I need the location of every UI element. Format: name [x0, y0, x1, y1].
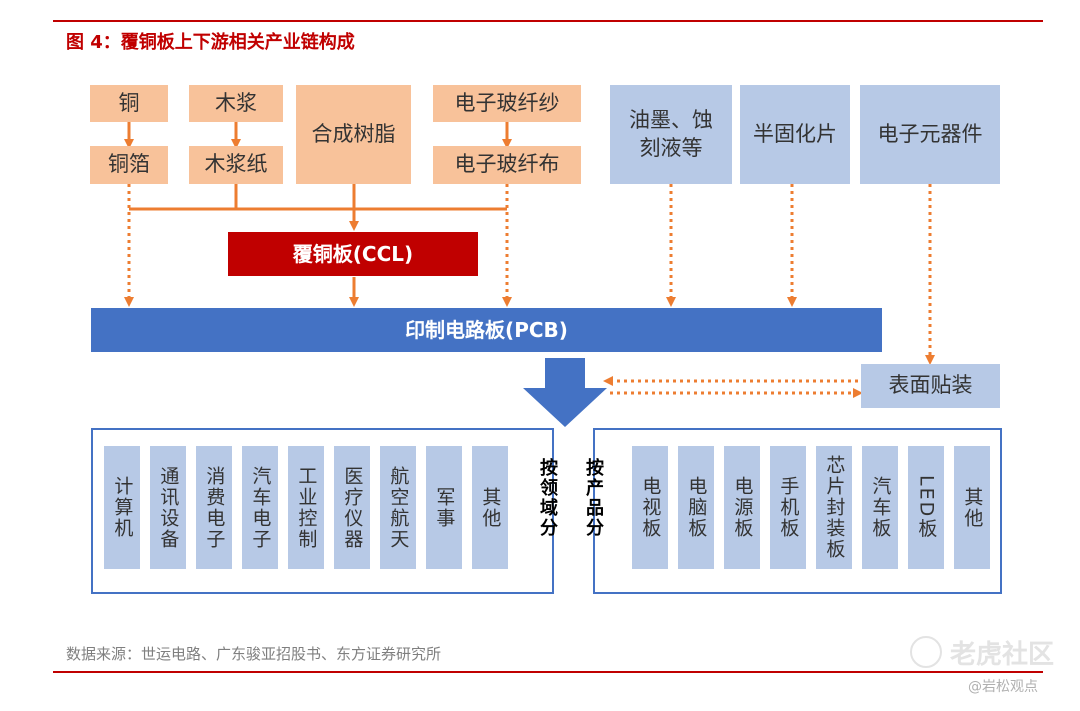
product-item-automotive-board: 汽车板 — [862, 446, 898, 569]
watermark-sub: @岩松观点 — [968, 679, 1038, 695]
group-by-domain-label: 按领域分 — [537, 458, 558, 538]
box-electronic-components: 电子元器件 — [860, 85, 1000, 184]
domain-item-other: 其他 — [472, 446, 508, 569]
watermark-main: 老虎社区 — [950, 640, 1055, 670]
domain-item-consumer-electronics: 消费电子 — [196, 446, 232, 569]
box-copper-foil: 铜箔 — [90, 146, 168, 184]
big-down-arrow — [523, 358, 607, 427]
box-pcb: 印制电路板(PCB) — [91, 308, 882, 352]
top-rule — [53, 20, 1043, 22]
box-glass-cloth: 电子玻纤布 — [433, 146, 581, 184]
group-by-domain-frame — [91, 428, 554, 594]
product-item-phone-board: 手机板 — [770, 446, 806, 569]
product-item-led-board: LED板 — [908, 446, 944, 569]
product-item-tv-board: 电视板 — [632, 446, 668, 569]
box-ink-etchant: 油墨、蚀刻液等 — [610, 85, 732, 184]
box-prepreg: 半固化片 — [740, 85, 850, 184]
figure-title: 图 4：覆铜板上下游相关产业链构成 — [66, 32, 355, 53]
bottom-rule — [53, 671, 1043, 673]
domain-item-communication: 通讯设备 — [150, 446, 186, 569]
box-surface-mount: 表面贴装 — [861, 364, 1000, 408]
source-note: 数据来源：世运电路、广东骏亚招股书、东方证券研究所 — [66, 645, 442, 663]
box-pulp-paper: 木浆纸 — [189, 146, 283, 184]
product-item-power-board: 电源板 — [724, 446, 760, 569]
domain-item-automotive-electronics: 汽车电子 — [242, 446, 278, 569]
product-item-pc-board: 电脑板 — [678, 446, 714, 569]
domain-item-industrial-control: 工业控制 — [288, 446, 324, 569]
group-by-product-frame — [593, 428, 1002, 594]
box-copper: 铜 — [90, 85, 168, 122]
domain-item-medical: 医疗仪器 — [334, 446, 370, 569]
domain-item-aerospace: 航空航天 — [380, 446, 416, 569]
box-glass-yarn: 电子玻纤纱 — [433, 85, 581, 122]
product-item-other: 其他 — [954, 446, 990, 569]
group-by-product-label: 按产品分 — [583, 458, 604, 538]
box-wood-pulp: 木浆 — [189, 85, 283, 122]
domain-item-computer: 计算机 — [104, 446, 140, 569]
product-item-chip-package-board: 芯片封装板 — [816, 446, 852, 569]
box-ccl: 覆铜板(CCL) — [228, 232, 478, 276]
box-synthetic-resin: 合成树脂 — [296, 85, 411, 184]
domain-item-military: 军事 — [426, 446, 462, 569]
watermark-logo-icon — [910, 636, 942, 668]
